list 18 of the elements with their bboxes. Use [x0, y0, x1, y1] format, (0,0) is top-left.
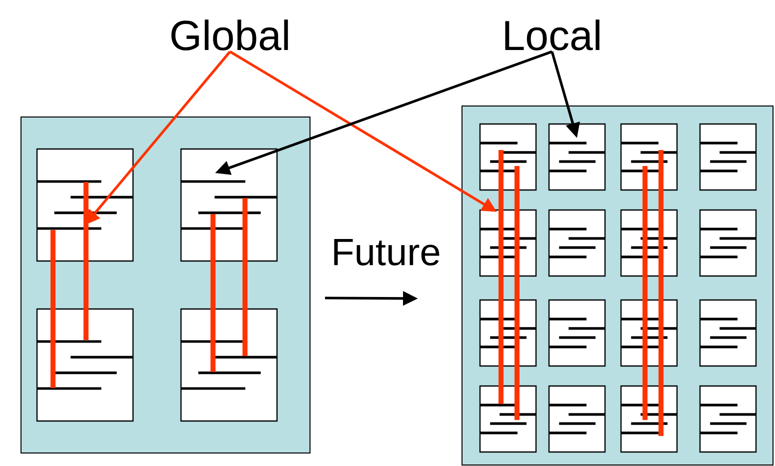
code-box [620, 123, 678, 191]
heading-label: Global [171, 20, 288, 50]
code-box [479, 123, 537, 191]
code-box [548, 123, 606, 191]
code-box [548, 385, 606, 453]
code-box [699, 299, 757, 367]
code-box [699, 209, 757, 277]
code-box [180, 308, 278, 422]
code-box [180, 148, 278, 262]
code-box [36, 148, 134, 262]
code-box [699, 385, 757, 453]
code-box [699, 123, 757, 191]
code-box [548, 299, 606, 367]
edge-label: Future [334, 239, 440, 266]
code-box [36, 308, 134, 422]
code-box [548, 209, 606, 277]
heading-label: Local [505, 20, 600, 50]
code-box [479, 385, 537, 453]
